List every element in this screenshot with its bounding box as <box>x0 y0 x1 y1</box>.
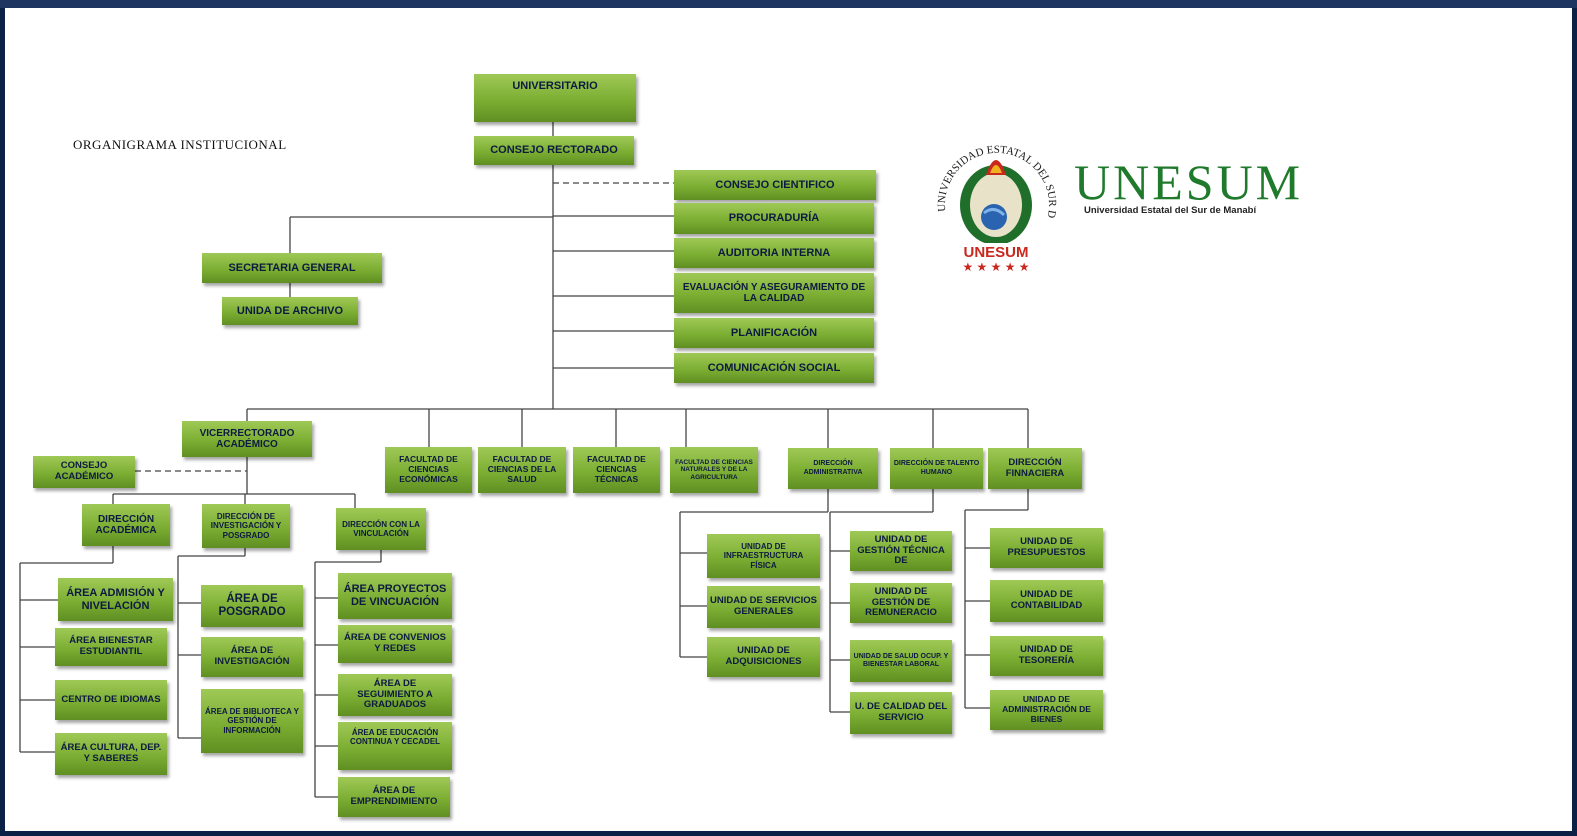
university-seal-icon: UNIVERSIDAD ESTATAL DEL SUR DE MANABÍ UN… <box>932 105 1058 274</box>
node-area-posgrado: ÁREA DE POSGRADO <box>201 585 303 627</box>
node-unidad-bienes: UNIDAD DE ADMINISTRACIÓN DE BIENES <box>990 690 1103 730</box>
node-unidad-tesoreria: UNIDAD DE TESORERÍA <box>990 636 1103 676</box>
node-facultad-economicas: FACULTAD DE CIENCIAS ECONÓMICAS <box>385 447 472 493</box>
node-auditoria-interna: AUDITORIA INTERNA <box>674 238 874 268</box>
unesum-wordmark: UNESUM <box>1074 154 1304 210</box>
node-universitario: UNIVERSITARIO <box>474 74 636 122</box>
node-area-proyectos: ÁREA PROYECTOS DE VINCUACIÓN <box>338 573 452 619</box>
unesum-logo: UNIVERSIDAD ESTATAL DEL SUR DE MANABÍ UN… <box>932 105 1372 280</box>
node-unidad-infraestructura: UNIDAD DE INFRAESTRUCTURA FÍSICA <box>707 534 820 578</box>
node-consejo-rectorado: CONSEJO RECTORADO <box>474 136 634 165</box>
node-area-seguimiento: ÁREA DE SEGUIMIENTO A GRADUADOS <box>338 674 452 716</box>
node-procuraduria: PROCURADURÍA <box>674 203 874 234</box>
node-direccion-administrativa: DIRECCIÓN ADMINISTRATIVA <box>788 448 878 489</box>
svg-text:★ ★ ★ ★ ★: ★ ★ ★ ★ ★ <box>962 260 1029 274</box>
node-planificacion: PLANIFICACIÓN <box>674 318 874 348</box>
node-direccion-vinculacion: DIRECCIÓN CON LA VINCULACIÓN <box>336 508 426 550</box>
window-top-bar <box>0 0 1577 8</box>
node-area-biblioteca: ÁREA DE BIBLIOTECA Y GESTIÓN DE INFORMAC… <box>201 689 303 753</box>
node-area-educacion: ÁREA DE EDUCACIÓN CONTINUA Y CECADEL <box>338 722 452 770</box>
node-area-convenios: ÁREA DE CONVENIOS Y REDES <box>338 625 452 663</box>
node-area-admision: ÁREA ADMISIÓN Y NIVELACIÓN <box>58 578 173 621</box>
node-secretaria-general: SECRETARIA GENERAL <box>202 253 382 283</box>
node-consejo-cientifico: CONSEJO CIENTIFICO <box>674 170 876 200</box>
node-direccion-financiera: DIRECCIÓN FINNACIERA <box>988 448 1082 489</box>
node-area-cultura: ÁREA CULTURA, DEP. Y SABERES <box>55 733 167 775</box>
node-consejo-academico: CONSEJO ACADÉMICO <box>33 456 135 488</box>
node-unidad-calidad: U. DE CALIDAD DEL SERVICIO <box>850 692 952 734</box>
node-area-bienestar: ÁREA BIENESTAR ESTUDIANTIL <box>55 628 167 666</box>
node-unidad-salud: UNIDAD DE SALUD OCUP. Y BIENESTAR LABORA… <box>850 640 952 682</box>
svg-text:UNESUM: UNESUM <box>963 244 1028 261</box>
node-unida-archivo: UNIDA DE ARCHIVO <box>222 297 358 325</box>
node-unidad-remuneracion: UNIDAD DE GESTIÓN DE REMUNERACIO <box>850 583 952 623</box>
node-direccion-academica: DIRECCIÓN ACADÉMICA <box>82 504 170 546</box>
node-unidad-servicios: UNIDAD DE SERVICIOS GENERALES <box>707 586 820 628</box>
node-facultad-salud: FACULTAD DE CIENCIAS DE LA SALUD <box>478 447 566 493</box>
node-vicerrectorado: VICERRECTORADO ACADÉMICO <box>182 421 312 457</box>
node-facultad-tecnicas: FACULTAD DE CIENCIAS TÉCNICAS <box>573 447 660 493</box>
node-area-investigacion: ÁREA DE INVESTIGACIÓN <box>201 637 303 677</box>
node-evaluacion-calidad: EVALUACIÓN Y ASEGURAMIENTO DE LA CALIDAD <box>674 273 874 313</box>
node-comunicacion-social: COMUNICACIÓN SOCIAL <box>674 353 874 383</box>
node-facultad-naturales: FACULTAD DE CIENCIAS NATURALES Y DE LA A… <box>670 447 758 493</box>
node-unidad-contabilidad: UNIDAD DE CONTABILIDAD <box>990 580 1103 622</box>
node-direccion-investigacion: DIRECCIÓN DE INVESTIGACIÓN Y POSGRADO <box>202 504 290 548</box>
node-unidad-adquisiciones: UNIDAD DE ADQUISICIONES <box>707 637 820 677</box>
node-direccion-talento: DIRECCIÓN DE TALENTO HUMANO <box>890 448 983 489</box>
node-centro-idiomas: CENTRO DE IDIOMAS <box>55 680 167 720</box>
diagram-title: ORGANIGRAMA INSTITUCIONAL <box>73 137 287 152</box>
node-unidad-presupuestos: UNIDAD DE PRESUPUESTOS <box>990 528 1103 568</box>
unesum-subtitle: Universidad Estatal del Sur de Manabí <box>1084 205 1257 216</box>
node-area-emprendimiento: ÁREA DE EMPRENDIMIENTO <box>338 777 450 817</box>
node-unidad-gestion-tecnica: UNIDAD DE GESTIÓN TÉCNICA DE <box>850 531 952 571</box>
